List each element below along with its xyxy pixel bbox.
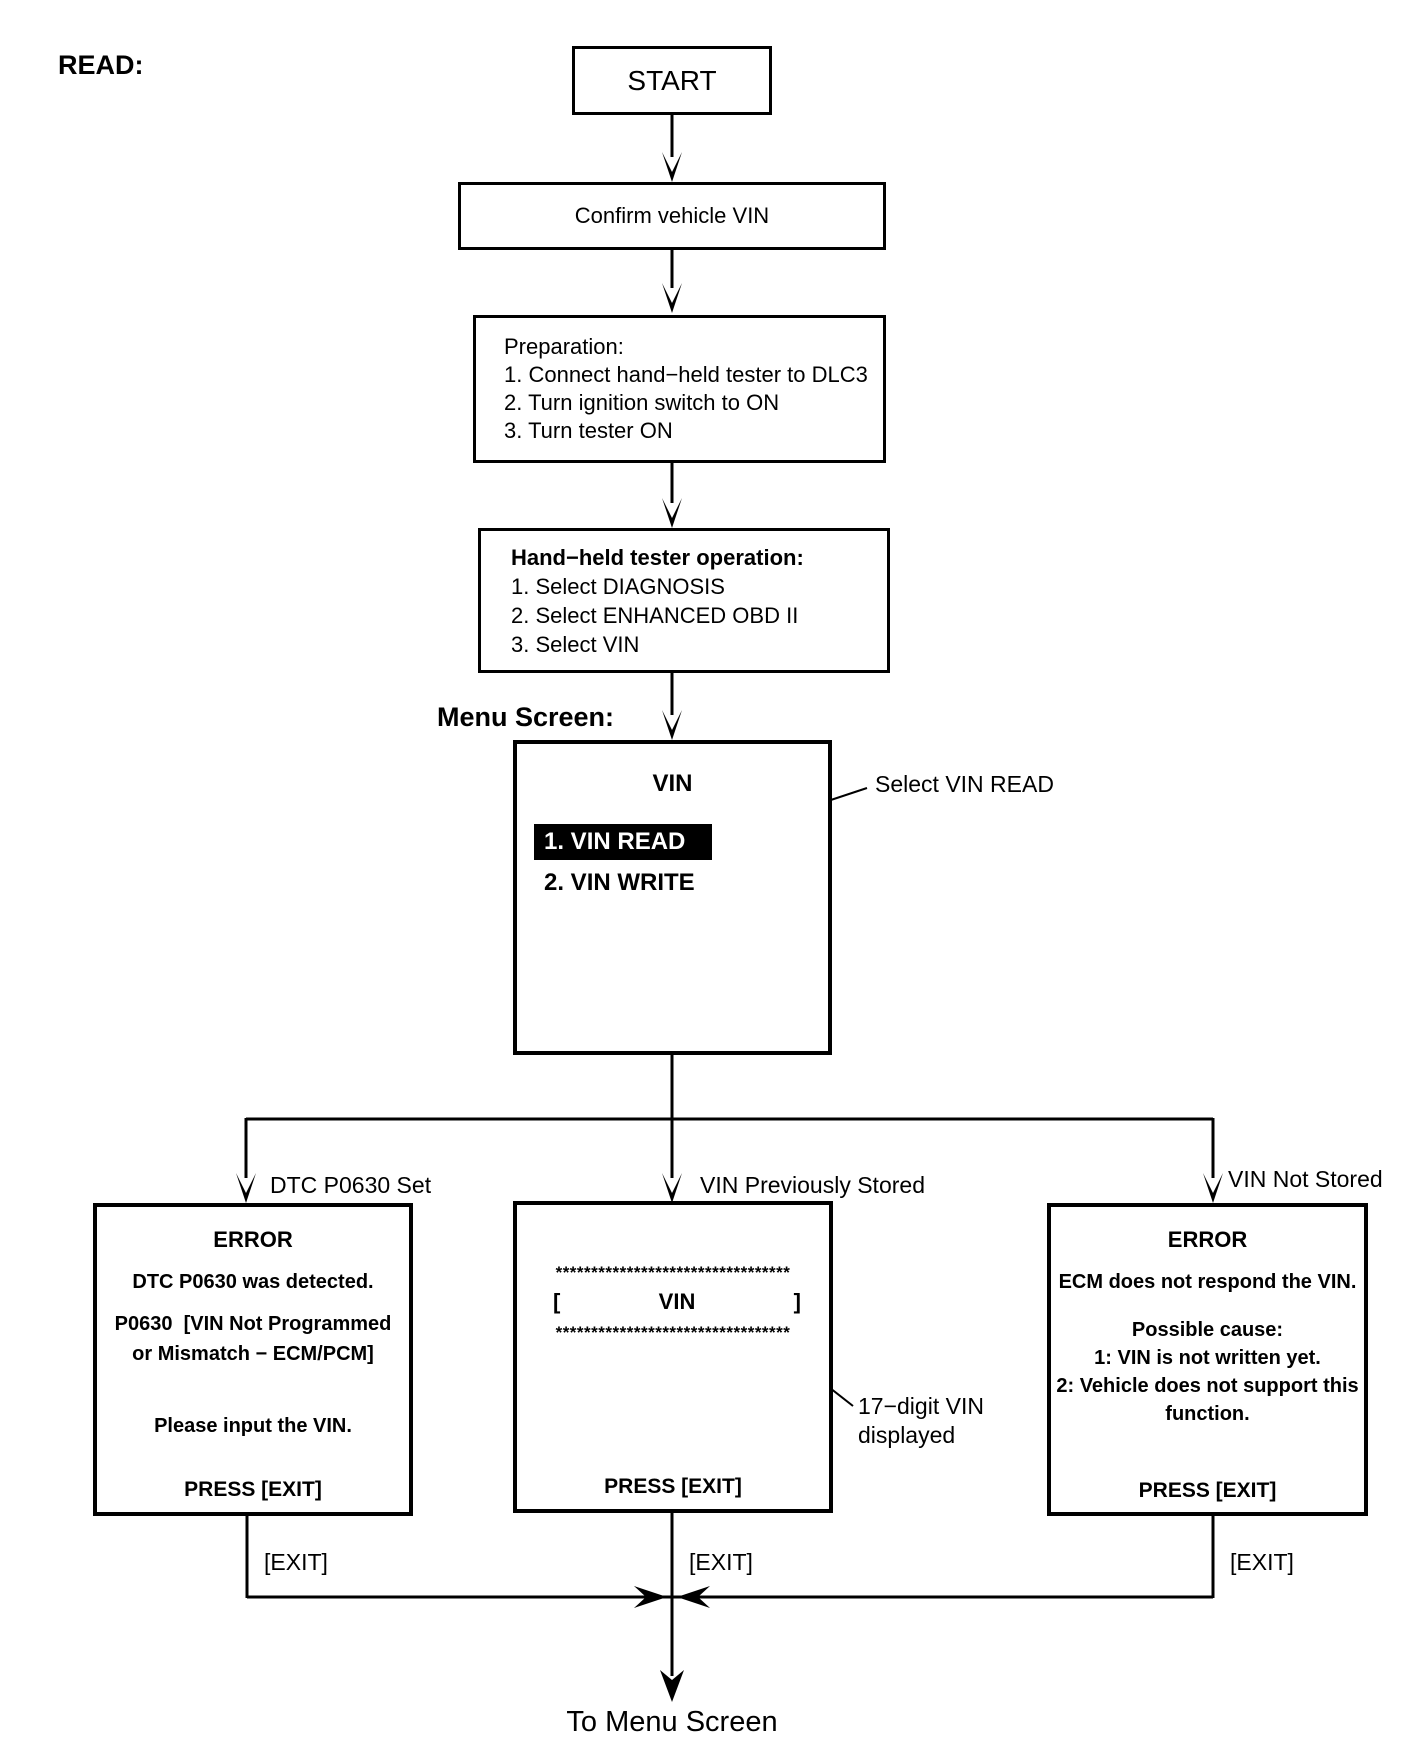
confirm-vin-box: Confirm vehicle VIN	[458, 182, 886, 250]
branch-label-vin-stored: VIN Previously Stored	[700, 1172, 925, 1198]
exit-label-center: [EXIT]	[689, 1549, 753, 1575]
exit-label-right: [EXIT]	[1230, 1549, 1294, 1575]
confirm-vin-label: Confirm vehicle VIN	[574, 203, 770, 228]
menu-screen-box: VIN 1. VIN READ 2. VIN WRITE	[513, 740, 832, 1055]
connector-segments	[244, 115, 1215, 1676]
dtc-error-line3: or Mismatch − ECM/PCM]	[132, 1343, 374, 1365]
preparation-step-1: 1. Connect hand−held tester to DLC3	[504, 362, 868, 387]
menu-item-vin-read: 1. VIN READ	[534, 824, 712, 860]
tester-operation-step-3: 3. Select VIN	[511, 632, 640, 657]
menu-item-vin-read-label: 1. VIN READ	[544, 828, 686, 855]
tester-operation-box: Hand−held tester operation: 1. Select DI…	[478, 528, 890, 673]
error-box-not-stored: ERROR ECM does not respond the VIN. Poss…	[1047, 1203, 1368, 1516]
branch-label-vin-not-stored: VIN Not Stored	[1228, 1166, 1383, 1192]
menu-item-vin-write: 2. VIN WRITE	[544, 869, 695, 896]
arrowheads	[236, 152, 1223, 1702]
vin-digits-callout: 17−digit VIN displayed	[858, 1392, 984, 1450]
not-stored-line2: Possible cause:	[1131, 1319, 1284, 1341]
vin-display-press-exit: PRESS [EXIT]	[604, 1475, 742, 1498]
dtc-error-title: ERROR	[213, 1227, 293, 1252]
vin-bracket-close: ]	[793, 1289, 801, 1314]
start-box: START	[572, 46, 772, 115]
preparation-step-3: 3. Turn tester ON	[504, 418, 673, 443]
menu-screen-heading: Menu Screen:	[437, 702, 615, 732]
not-stored-error-title: ERROR	[1167, 1227, 1248, 1252]
to-menu-screen-label: To Menu Screen	[566, 1706, 778, 1738]
tester-operation-step-2: 2. Select ENHANCED OBD II	[511, 603, 799, 628]
vin-display-box: ********************************* [ VIN …	[513, 1201, 833, 1513]
vin-display-asterisks-bottom: *********************************	[555, 1323, 791, 1342]
dtc-press-exit: PRESS [EXIT]	[184, 1478, 322, 1501]
not-stored-line4: 2: Vehicle does not support this	[1056, 1375, 1359, 1397]
not-stored-press-exit: PRESS [EXIT]	[1138, 1479, 1277, 1502]
preparation-title: Preparation:	[504, 334, 624, 359]
vin-digits-callout-line2: displayed	[858, 1422, 956, 1448]
not-stored-line5: function.	[1165, 1403, 1250, 1425]
branch-label-dtc-set: DTC P0630 Set	[270, 1172, 432, 1198]
preparation-step-2: 2. Turn ignition switch to ON	[504, 390, 780, 415]
dtc-error-line2: P0630 [VIN Not Programmed	[114, 1313, 392, 1335]
tester-operation-step-1: 1. Select DIAGNOSIS	[511, 574, 725, 599]
vin-digits-callout-line1: 17−digit VIN	[858, 1393, 984, 1419]
preparation-box: Preparation: 1. Connect hand−held tester…	[473, 315, 886, 463]
read-heading: READ:	[58, 50, 144, 80]
vin-display-label: VIN	[658, 1289, 696, 1314]
vin-display-asterisks-top: *********************************	[555, 1263, 791, 1282]
tester-operation-title: Hand−held tester operation:	[511, 545, 804, 570]
error-box-dtc-p0630: ERROR DTC P0630 was detected. P0630 [VIN…	[93, 1203, 413, 1516]
select-vin-read-callout: Select VIN READ	[875, 771, 1054, 797]
not-stored-line1: ECM does not respond the VIN.	[1058, 1271, 1357, 1293]
dtc-error-line4: Please input the VIN.	[154, 1415, 352, 1437]
menu-title: VIN	[652, 770, 693, 797]
not-stored-line3: 1: VIN is not written yet.	[1094, 1347, 1321, 1369]
dtc-error-line1: DTC P0630 was detected.	[132, 1271, 374, 1293]
start-label: START	[627, 64, 717, 96]
vin-bracket-open: [	[553, 1289, 561, 1314]
exit-label-left: [EXIT]	[264, 1549, 328, 1575]
vin-display-row: [ VIN ]	[553, 1289, 801, 1315]
